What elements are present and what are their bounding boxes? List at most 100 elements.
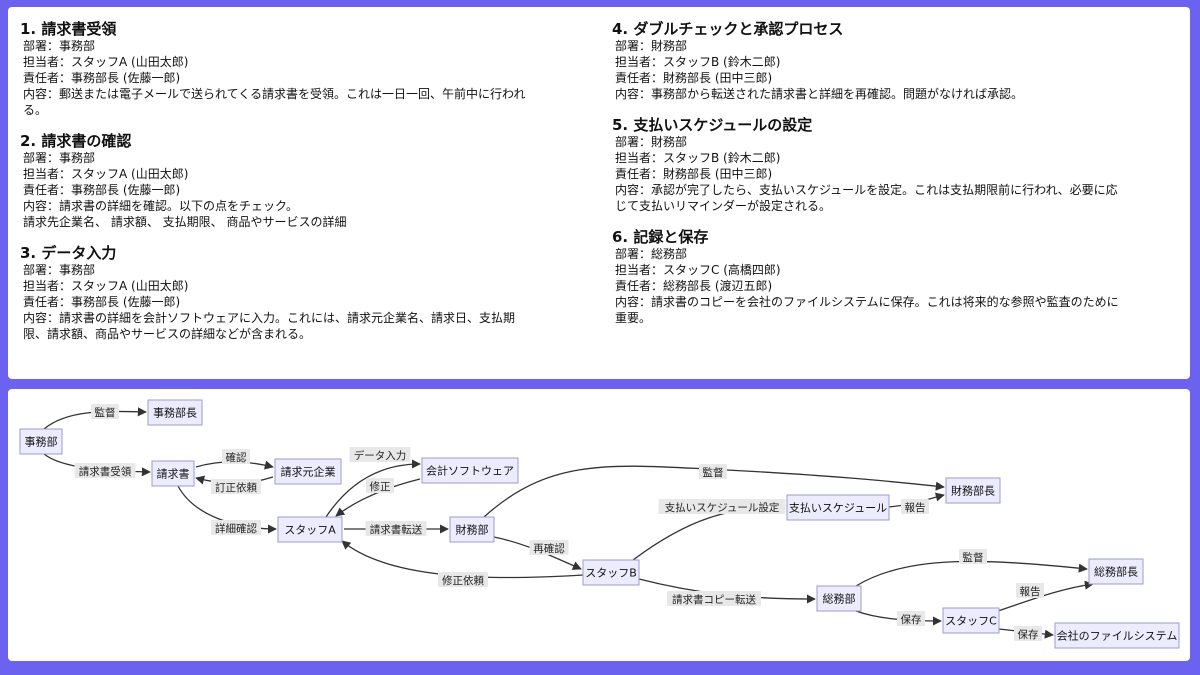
edge-label-bg xyxy=(959,549,987,564)
edge-label-bg xyxy=(658,499,786,514)
edge-label: 保存 xyxy=(901,613,922,626)
section-line: 責任者：事務部長 (佐藤一郎) xyxy=(23,295,181,309)
node-seikyumoto: 請求元企業 xyxy=(274,458,342,485)
section-title: 1. 請求書受領 xyxy=(20,20,117,38)
section-line: 責任者：財務部長 (田中三郎) xyxy=(615,167,773,181)
node-label: スタッフA xyxy=(284,524,336,537)
section-line: 内容：郵送または電子メールで送られてくる請求書を受領。これは一日一回、午前中に行… xyxy=(23,87,526,101)
edge-label-bg xyxy=(349,447,411,462)
node-box xyxy=(942,607,1000,634)
section-line: 担当者：スタッフB (鈴木二郎) xyxy=(615,151,781,165)
node-somubu: 総務部 xyxy=(816,585,862,612)
node-somubucho: 総務部長 xyxy=(1088,558,1144,585)
node-zaimubucho: 財務部長 xyxy=(945,477,1001,504)
edge-label: 監督 xyxy=(963,551,984,564)
edge-label-bg xyxy=(1016,583,1044,598)
section-line: 担当者：スタッフA (山田太郎) xyxy=(23,279,189,293)
section-4: 4. ダブルチェックと承認プロセス 部署：財務部 担当者：スタッフB (鈴木二郎… xyxy=(612,20,1180,102)
node-box xyxy=(1054,622,1180,649)
node-label: 請求書 xyxy=(157,467,190,481)
node-label: 財務部長 xyxy=(951,484,995,498)
section-line: 担当者：スタッフA (山田太郎) xyxy=(23,167,189,181)
node-zaimubu: 財務部 xyxy=(449,516,495,543)
node-kaikei: 会計ソフトウェア xyxy=(421,457,519,484)
node-label: スタッフC xyxy=(945,615,997,628)
section-line: 部署：事務部 xyxy=(23,151,96,165)
section-line: 内容：請求書のコピーを会社のファイルシステムに保存。これは将来的な参照や監査のた… xyxy=(615,295,1119,309)
section-line: 限、請求額、商品やサービスの詳細などが含まれる。 xyxy=(23,327,312,341)
edge-label: データ入力 xyxy=(354,449,407,462)
edge-label-bg xyxy=(211,479,261,494)
node-filesys: 会社のファイルシステム xyxy=(1054,622,1180,649)
edge-label: 保存 xyxy=(1018,628,1040,641)
section-line: 部署：総務部 xyxy=(615,247,688,261)
section-line: 責任者：財務部長 (田中三郎) xyxy=(615,71,773,85)
edge-label: 再確認 xyxy=(533,542,565,555)
edge-label: 修正 xyxy=(370,480,391,493)
node-label: 財務部 xyxy=(456,523,489,537)
node-label: 総務部 xyxy=(823,592,856,606)
section-line: 担当者：スタッフA (山田太郎) xyxy=(23,55,189,69)
node-label: スタッフB xyxy=(585,567,637,580)
section-5: 5. 支払いスケジュールの設定 部署：財務部 担当者：スタッフB (鈴木二郎) … xyxy=(612,116,1180,214)
section-6: 6. 記録と保存 部署：総務部 担当者：スタッフC (高橋四郎) 責任者：総務部… xyxy=(612,228,1180,326)
node-staffB: スタッフB xyxy=(582,559,640,586)
node-jimubucho: 事務部長 xyxy=(147,399,203,426)
section-line: 担当者：スタッフC (高橋四郎) xyxy=(615,263,781,277)
edge-label-bg xyxy=(529,540,569,555)
section-1: 1. 請求書受領 部署：事務部 担当者：スタッフA (山田太郎) 責任者：事務部… xyxy=(20,20,590,118)
node-box xyxy=(945,477,1001,504)
edge-label: 請求書受領 xyxy=(79,465,132,478)
section-line: る。 xyxy=(23,103,48,117)
description-column-right: 4. ダブルチェックと承認プロセス 部署：財務部 担当者：スタッフB (鈴木二郎… xyxy=(612,20,1180,340)
section-line: 部署：財務部 xyxy=(615,135,688,149)
section-title: 6. 記録と保存 xyxy=(612,228,709,246)
edge-label-bg xyxy=(1014,626,1042,641)
section-line: 重要。 xyxy=(615,311,652,325)
edge-label-bg xyxy=(699,464,727,479)
node-schedule: 支払いスケジュール xyxy=(786,494,890,521)
edge-label: 訂正依頼 xyxy=(215,481,257,494)
edge-label-bg xyxy=(211,520,261,535)
section-line: 責任者：事務部長 (佐藤一郎) xyxy=(23,71,181,85)
section-title: 4. ダブルチェックと承認プロセス xyxy=(612,20,844,38)
edge-e15 xyxy=(855,560,1088,587)
edge-label: 支払いスケジュール設定 xyxy=(665,501,780,514)
edge-e6 xyxy=(335,478,421,517)
edge-e7 xyxy=(177,485,277,534)
node-box xyxy=(582,559,640,586)
section-line: 内容：請求書の詳細を確認。以下の点をチェック。 xyxy=(23,199,299,213)
edge-label: 修正依頼 xyxy=(442,574,484,587)
node-staffA: スタッフA xyxy=(277,516,343,543)
edge-e17 xyxy=(997,580,1094,612)
section-line: じて支払いリマインダーが設定される。 xyxy=(615,199,832,213)
edge-label-bg xyxy=(667,591,761,606)
node-label: 事務部長 xyxy=(153,406,197,420)
section-line: 内容：承認が完了したら、支払いスケジュールを設定。これは支払期限前に行われ、必要… xyxy=(615,183,1118,197)
edge-label: 報告 xyxy=(905,501,926,514)
node-jimubu: 事務部 xyxy=(19,428,63,455)
node-box xyxy=(786,494,890,521)
node-box xyxy=(816,585,862,612)
process-description-panel: 1. 請求書受領 部署：事務部 担当者：スタッフA (山田太郎) 責任者：事務部… xyxy=(8,7,1190,379)
node-label: 会社のファイルシステム xyxy=(1057,629,1178,643)
edge-label: 監督 xyxy=(703,466,724,479)
edge-label: 詳細確認 xyxy=(215,522,257,535)
node-seikyusho: 請求書 xyxy=(151,460,195,487)
section-2: 2. 請求書の確認 部署：事務部 担当者：スタッフA (山田太郎) 責任者：事務… xyxy=(20,132,590,230)
node-box xyxy=(19,428,63,455)
edge-e1 xyxy=(43,407,147,430)
edge-label-bg xyxy=(901,499,929,514)
node-box xyxy=(274,458,342,485)
edge-label-bg xyxy=(365,521,427,536)
node-box xyxy=(421,457,519,484)
section-line: 内容：事務部から転送された請求書と詳細を再確認。問題がなければ承認。 xyxy=(615,87,1024,101)
section-line: 責任者：総務部長 (渡辺五郎) xyxy=(615,279,773,293)
edge-label-bg xyxy=(438,572,488,587)
section-title: 3. データ入力 xyxy=(20,244,117,262)
node-box xyxy=(1088,558,1144,585)
node-box xyxy=(449,516,495,543)
edge-label-bg xyxy=(366,478,394,493)
section-title: 2. 請求書の確認 xyxy=(20,132,132,150)
edge-e11 xyxy=(632,502,786,561)
